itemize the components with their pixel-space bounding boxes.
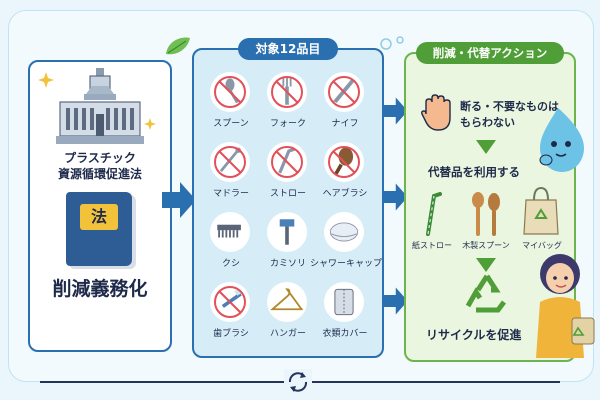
target-item-label: スプーン (213, 119, 249, 129)
refuse-text-line2: もらわない (460, 116, 515, 129)
target-item: ヘアブラシ (318, 142, 372, 204)
prohibited-icon (214, 146, 246, 178)
law-book-label: 法 (80, 204, 118, 230)
law-name-line2: 資源循環促進法 (57, 167, 142, 181)
target-item-label: 衣類カバー (322, 329, 368, 339)
target-item-label: カミソリ (269, 259, 306, 269)
flow-arrow-icon (162, 182, 196, 218)
law-book-icon: 法 (66, 192, 132, 266)
flow-arrow-icon (382, 183, 408, 211)
razor-icon (267, 212, 307, 252)
target-item-label: フォーク (269, 119, 306, 129)
target-item-label: ハンガー (269, 329, 306, 339)
alt-item-label: マイバッグ (522, 241, 562, 250)
sparkle-icon (144, 118, 156, 130)
target-item: 衣類カバー (318, 282, 372, 344)
law-name-line1: プラスチック (64, 151, 136, 165)
target-item: ナイフ (318, 72, 372, 134)
garment-cover-icon (324, 282, 364, 322)
alt-item-label: 紙ストロー (412, 241, 452, 250)
leaf-icon (166, 37, 190, 55)
target-item-label: ヘアブラシ (322, 189, 368, 199)
target-items-panel: 対象12品目 スプーン フォーク ナイフマドラー ストロー ヘアブラシクシ カミソリシャワ… (192, 38, 384, 358)
comb-icon (210, 212, 250, 252)
mandatory-reduction-text: 削減義務化 (52, 278, 148, 300)
target-item-label: ストロー (269, 189, 306, 199)
target-item-label: マドラー (212, 189, 249, 199)
sparkle-icon (38, 72, 54, 88)
girl-with-bag-icon (536, 254, 595, 358)
prohibited-icon (328, 146, 360, 178)
hanger-icon (267, 282, 307, 322)
target-item: フォーク (261, 72, 315, 134)
use-alternatives-text: 代替品を利用する (428, 165, 520, 179)
prohibited-icon (328, 76, 360, 108)
target-item: クシ (204, 212, 258, 274)
wooden-spoon-icon (472, 192, 500, 236)
target-item: 歯ブラシ (204, 282, 258, 344)
flow-arrow-icon (382, 97, 408, 125)
eco-bag-icon (523, 186, 559, 235)
knife-icon (324, 72, 364, 112)
bubble-icon (380, 36, 404, 50)
target-item: ハンガー (261, 282, 315, 344)
target-item: シャワーキャップ (310, 212, 382, 274)
target-item-label: シャワーキャップ (310, 259, 383, 269)
straw-icon (267, 142, 307, 182)
prohibited-icon (271, 146, 303, 178)
target-item-label: クシ (221, 259, 240, 269)
paper-straw-icon (426, 192, 442, 236)
recycle-icon (465, 274, 506, 313)
parliament-building-icon (56, 68, 144, 144)
alt-item-label: 木製スプーン (462, 241, 510, 250)
flow-arrow-icon (382, 287, 408, 315)
water-drop-mascot-icon (539, 108, 584, 172)
down-arrow-icon (476, 140, 496, 154)
shower-cap-icon (324, 212, 364, 252)
target-item: ストロー (261, 142, 315, 204)
target-item-label: 歯ブラシ (213, 329, 249, 339)
down-arrow-icon (476, 258, 496, 272)
prohibited-icon (271, 76, 303, 108)
spoon-icon (210, 72, 250, 112)
target-item: スプーン (204, 72, 258, 134)
target-item: カミソリ (261, 212, 315, 274)
law-panel: プラスチック 資源循環促進法 法 削減義務化 (28, 60, 172, 352)
toothbrush-icon (210, 282, 250, 322)
action-header: 削減・代替アクション (416, 42, 564, 64)
stirrer-icon (210, 142, 250, 182)
target-item: マドラー (204, 142, 258, 204)
raised-hand-icon (421, 94, 451, 131)
fork-icon (267, 72, 307, 112)
refuse-text-line1: 断る・不要なものは (460, 100, 559, 113)
promote-recycling-text: リサイクルを促進 (426, 328, 522, 342)
prohibited-icon (214, 76, 246, 108)
prohibited-icon (214, 286, 246, 318)
target-items-header: 対象12品目 (238, 38, 338, 60)
hairbrush-icon (324, 142, 364, 182)
target-item-label: ナイフ (331, 119, 359, 129)
cycle-icon (284, 369, 312, 395)
